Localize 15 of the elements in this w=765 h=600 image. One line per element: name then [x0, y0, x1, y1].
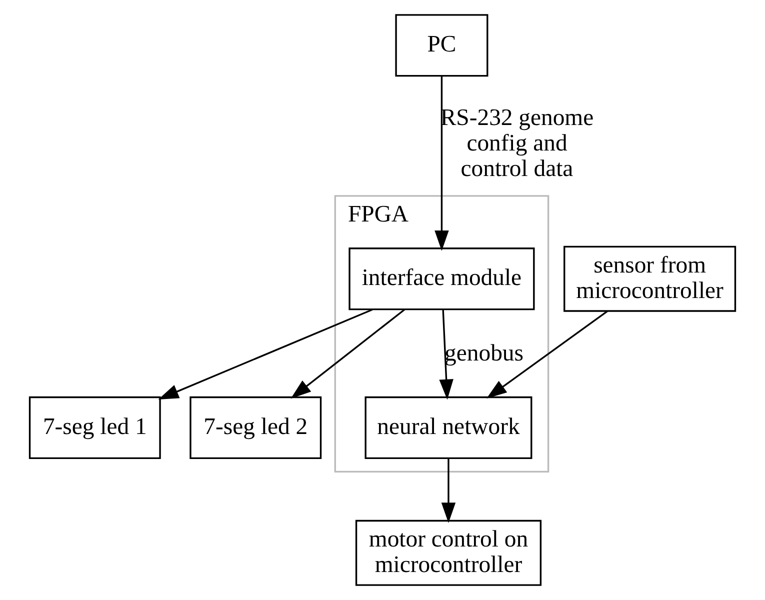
arrow — [158, 308, 373, 400]
arrow — [290, 308, 406, 399]
node-box: sensor from microcontroller — [564, 246, 736, 312]
arrow — [439, 310, 454, 400]
node-box: interface module — [348, 248, 535, 310]
arrow — [486, 310, 608, 399]
node-box: 7-seg led 2 — [190, 396, 322, 460]
node-box: 7-seg led 1 — [28, 396, 161, 460]
edge-label: genobus — [444, 340, 524, 366]
edge-label: RS-232 genome config and control data — [440, 105, 594, 182]
node-box: neural network — [364, 396, 532, 460]
node-box: motor control on microcontroller — [355, 520, 542, 586]
arrow — [434, 76, 449, 251]
arrow — [441, 458, 456, 523]
node-box: PC — [395, 14, 488, 77]
